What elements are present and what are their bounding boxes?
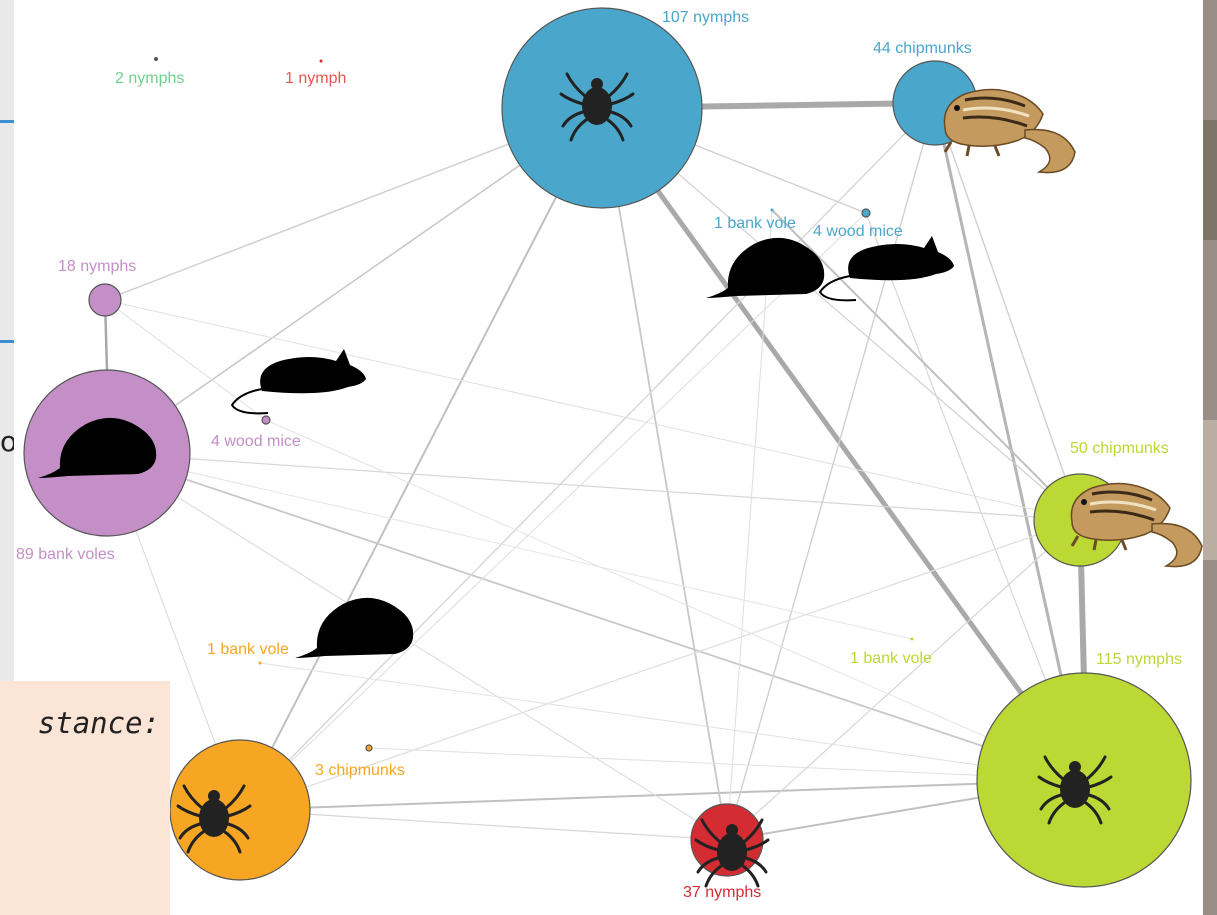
edge bbox=[368, 747, 1085, 781]
edge bbox=[239, 779, 1085, 811]
label-green-small-nymphs: 2 nymphs bbox=[115, 70, 184, 87]
edge bbox=[726, 102, 936, 841]
vole-icon bbox=[706, 237, 825, 298]
node-orange-bank-vole bbox=[258, 661, 262, 665]
label-blue-nymphs: 107 nymphs bbox=[662, 9, 749, 26]
edge bbox=[771, 209, 1081, 521]
node-purple-nymphs bbox=[88, 283, 122, 317]
label-red-small-nymph: 1 nymph bbox=[285, 70, 346, 87]
edge bbox=[104, 299, 267, 421]
node-lime-bank-vole bbox=[910, 637, 914, 641]
label-orange-chipmunks: 3 chipmunks bbox=[315, 762, 405, 779]
mouse-icon bbox=[231, 348, 367, 415]
node-purple-wood-mice bbox=[261, 415, 271, 425]
edge bbox=[601, 107, 728, 841]
edge bbox=[106, 452, 728, 841]
edge bbox=[933, 101, 1086, 782]
label-red-nymphs: 37 nymphs bbox=[683, 884, 761, 901]
mouse-icon bbox=[819, 235, 955, 302]
edge bbox=[259, 662, 1085, 781]
edge bbox=[106, 452, 1085, 781]
label-blue-wood-mice: 4 wood mice bbox=[813, 223, 903, 240]
slide-callout-text: stance: bbox=[37, 706, 160, 740]
slide-callout-box bbox=[0, 681, 170, 915]
label-lime-nymphs: 115 nymphs bbox=[1096, 651, 1182, 668]
label-orange-bank-vole: 1 bank vole bbox=[207, 641, 289, 658]
node-red-small-nymph bbox=[319, 59, 323, 63]
node-blue-wood-mice bbox=[861, 208, 871, 218]
node-orange-nymphs bbox=[169, 739, 311, 881]
edge bbox=[106, 452, 1081, 521]
edge bbox=[104, 299, 1081, 521]
node-blue-bank-vole bbox=[770, 208, 774, 212]
edge bbox=[239, 102, 936, 811]
edge bbox=[647, 177, 1087, 783]
slide-text-fragment: o bbox=[0, 425, 14, 458]
vole-icon bbox=[295, 597, 414, 658]
chipmunk-icon bbox=[942, 87, 1077, 175]
label-blue-chipmunks: 44 chipmunks bbox=[873, 40, 972, 57]
edge bbox=[239, 809, 728, 841]
edge bbox=[726, 519, 1081, 841]
label-lime-chipmunks: 50 chipmunks bbox=[1070, 440, 1169, 457]
label-purple-bank-voles: 89 bank voles bbox=[16, 546, 115, 563]
edge bbox=[239, 212, 867, 811]
edge bbox=[934, 102, 1081, 521]
label-lime-bank-vole: 1 bank vole bbox=[850, 650, 932, 667]
node-orange-chipmunks bbox=[365, 744, 373, 752]
edge bbox=[239, 519, 1081, 811]
edge bbox=[726, 209, 773, 841]
label-blue-bank-vole: 1 bank vole bbox=[714, 215, 796, 232]
edge bbox=[106, 452, 913, 640]
label-purple-wood-mice: 4 wood mice bbox=[211, 433, 301, 450]
node-green-small-nymphs bbox=[154, 57, 158, 61]
network-edges bbox=[103, 100, 1087, 841]
label-purple-nymphs: 18 nymphs bbox=[58, 258, 136, 275]
edge bbox=[601, 107, 1081, 521]
node-labels: 107 nymphs 44 chipmunks 1 bank vole 4 wo… bbox=[16, 9, 1182, 901]
edge bbox=[239, 107, 603, 811]
edge bbox=[265, 419, 1085, 781]
